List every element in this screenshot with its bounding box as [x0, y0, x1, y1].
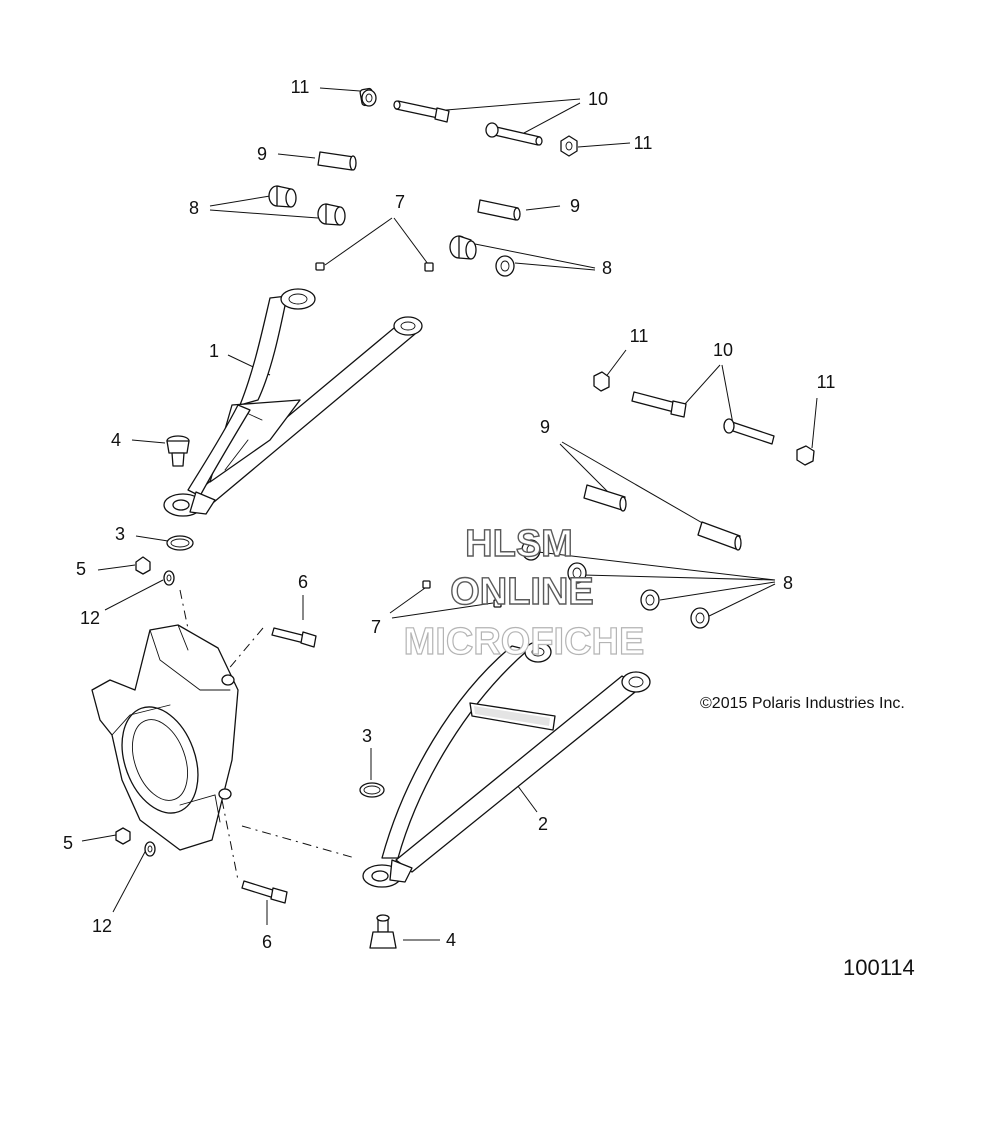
washer-part-12	[144, 841, 156, 857]
bushing-part-8	[449, 235, 477, 260]
flange-nut-part-11	[359, 87, 377, 107]
flange-nut-part-11	[560, 135, 578, 157]
retaining-ring-part-3	[166, 535, 194, 551]
callout-12: 12	[80, 608, 100, 628]
callout-11: 11	[817, 372, 836, 392]
washer-part-12	[163, 570, 175, 586]
grease-fitting-part-7	[424, 262, 434, 272]
callout-2: 2	[538, 814, 548, 834]
bolt-part-10	[631, 391, 687, 418]
nut-part-5	[135, 556, 151, 575]
bolt-part-6	[241, 880, 288, 904]
callout-6: 6	[262, 932, 272, 952]
callout-3: 3	[362, 726, 372, 746]
callout-12: 12	[92, 916, 112, 936]
copyright-notice: ©2015 Polaris Industries Inc.	[700, 695, 905, 712]
bolt-part-6	[271, 627, 317, 648]
sleeve-part-9	[317, 151, 357, 171]
callout-8: 8	[189, 198, 199, 218]
callout-10: 10	[713, 340, 733, 360]
callout-1: 1	[209, 341, 219, 361]
nut-part-5	[115, 827, 131, 845]
bushing-part-8	[317, 203, 346, 226]
callout-9: 9	[540, 417, 550, 437]
callout-6: 6	[298, 572, 308, 592]
ball-joint-part-4	[166, 435, 190, 467]
callout-3: 3	[115, 524, 125, 544]
bolt-part-10	[723, 418, 775, 445]
bushing-part-8	[495, 255, 515, 277]
callout-11: 11	[634, 133, 653, 153]
callout-8: 8	[783, 573, 793, 593]
grease-fitting-part-7	[422, 580, 431, 589]
grease-fitting-part-7	[493, 599, 502, 608]
callout-4: 4	[111, 430, 121, 450]
callout-9: 9	[570, 196, 580, 216]
callout-5: 5	[63, 833, 73, 853]
bushing-part-8	[640, 589, 660, 611]
upper-a-arm-part-1	[163, 288, 423, 517]
callout-7: 7	[371, 617, 381, 637]
steering-knuckle	[91, 624, 239, 851]
callout-labels: 11 10 11 9 8 7 9 8 1 4 11 10 11 9 3 5 12…	[63, 77, 835, 952]
callout-8: 8	[602, 258, 612, 278]
callout-11: 11	[291, 77, 310, 97]
bushing-part-8	[690, 607, 710, 629]
callout-10: 10	[588, 89, 608, 109]
sleeve-part-9	[477, 199, 521, 221]
bushing-part-8	[521, 539, 541, 561]
lower-a-arm-part-2	[362, 641, 651, 888]
flange-nut-part-11	[593, 371, 610, 392]
callout-11: 11	[630, 326, 649, 346]
drawing-number: 100114	[843, 955, 915, 980]
bolt-part-10	[393, 100, 450, 123]
callout-7: 7	[395, 192, 405, 212]
bushing-part-8	[268, 185, 297, 208]
grease-fitting-part-7	[315, 262, 325, 271]
watermark-line-1: HLSM	[465, 523, 573, 565]
leader-lines	[81, 87, 818, 941]
flange-nut-part-11	[796, 445, 815, 466]
callout-9: 9	[257, 144, 267, 164]
watermark: HLSM ONLINE MICROFICHE	[403, 522, 645, 663]
sleeve-part-9	[583, 484, 627, 512]
callout-4: 4	[446, 930, 456, 950]
ball-joint-part-4	[369, 914, 397, 949]
callout-5: 5	[76, 559, 86, 579]
watermark-line-3: MICROFICHE	[404, 621, 645, 663]
bolt-part-10	[485, 122, 543, 146]
watermark-line-2: ONLINE	[450, 571, 594, 613]
bushing-part-8	[567, 562, 587, 584]
sleeve-part-9	[697, 521, 742, 551]
retaining-ring-part-3	[359, 782, 385, 798]
